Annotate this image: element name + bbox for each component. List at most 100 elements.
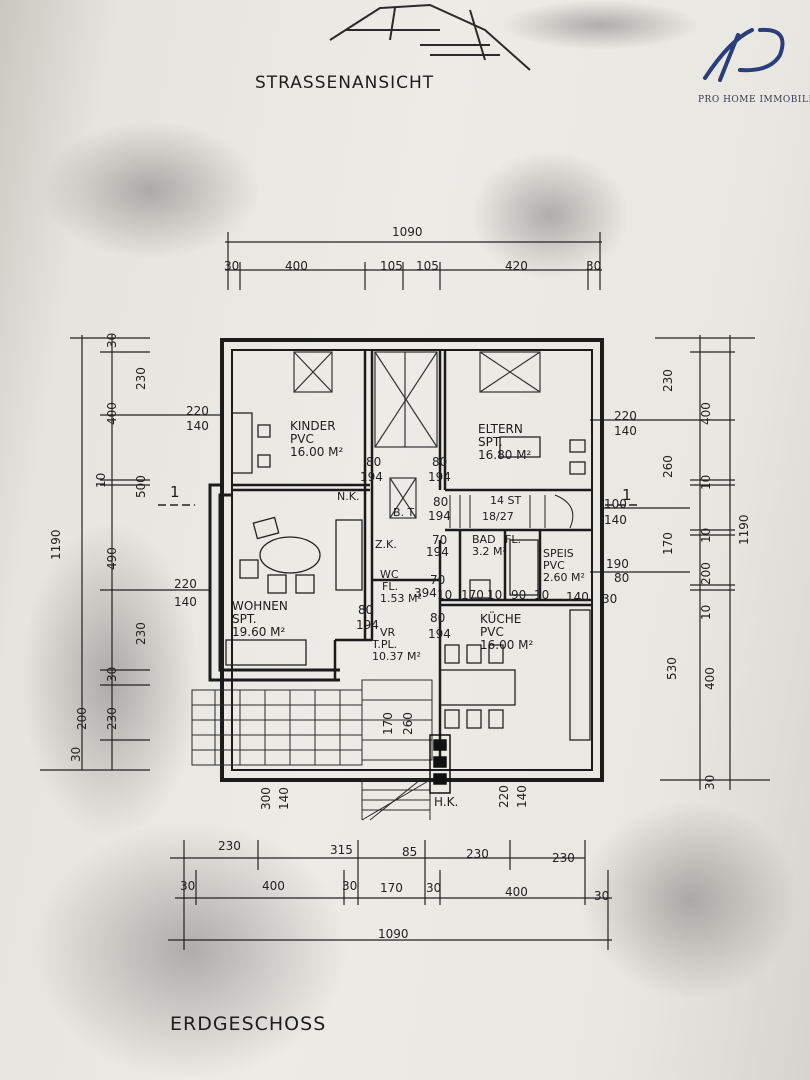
- room-kueche: KÜCHE PVC 16.00 M²: [480, 610, 534, 652]
- opening-dim: 220: [174, 577, 197, 591]
- opening-dim: 100: [604, 497, 627, 511]
- dim-bottom-outer-seg: 315: [330, 843, 353, 857]
- company-logo: PRO HOME IMMOBILIEN: [698, 27, 810, 105]
- dim-bottom-inner-seg: 30: [426, 881, 441, 895]
- dim-right-seg: 530: [665, 657, 679, 680]
- room-area: 10.37 M²: [372, 650, 421, 663]
- room-name: ELTERN: [478, 422, 523, 436]
- dim-top-seg: 105: [416, 259, 439, 273]
- room-area: 19.60 M²: [232, 625, 286, 639]
- dim-top-seg: 30: [586, 259, 601, 273]
- dim-bottom-inner-seg: 400: [505, 885, 528, 899]
- dims-left: [40, 335, 220, 771]
- stairs-ratio: 18/27: [482, 510, 514, 523]
- opening-dim: 140: [604, 513, 627, 527]
- inner-dim: 140: [566, 590, 589, 604]
- opening-dim: 140: [174, 595, 197, 609]
- room-speis: SPEIS PVC 2.60 M²: [543, 547, 585, 584]
- room-type: SPT.: [232, 612, 257, 626]
- dim-right-seg: 200: [699, 562, 713, 585]
- dim-right-seg: 230: [661, 369, 675, 392]
- room-floor: PVC: [290, 432, 314, 446]
- room-area: 16.80 M²: [478, 448, 532, 462]
- dim-right-seg: 260: [661, 455, 675, 478]
- inner-dim: 10: [437, 588, 452, 602]
- inner-walls: [232, 350, 592, 760]
- dim-right-seg: 400: [703, 667, 717, 690]
- dim-bottom-inner-seg: 30: [342, 879, 357, 893]
- dim-right-seg: 10: [699, 475, 713, 490]
- dim-left-seg: 230: [105, 707, 119, 730]
- dim-bottom-inner-seg: 400: [262, 879, 285, 893]
- label-bt: B. T.: [393, 506, 416, 519]
- door-dim: 194: [428, 470, 451, 484]
- dim-right-total: 1190: [737, 514, 751, 545]
- opening-dim: 80: [614, 571, 629, 585]
- terrace-hatch: [191, 679, 433, 821]
- room-floor: PVC: [543, 559, 565, 572]
- section-mark-left: 1: [170, 483, 180, 501]
- dim-right-seg: 30: [703, 775, 717, 790]
- floor-title: ERDGESCHOSS: [170, 1013, 326, 1035]
- dims-top: [225, 232, 602, 290]
- dim-top-seg: 30: [224, 259, 239, 273]
- dim-left-seg: 490: [105, 547, 119, 570]
- door-dim: 70: [432, 533, 447, 547]
- door-dim: 194: [426, 545, 449, 559]
- room-name: WOHNEN: [232, 599, 288, 613]
- label-nk: N.K.: [337, 490, 359, 503]
- dim-bottom-outer-seg: 230: [218, 839, 241, 853]
- logo-monogram-icon: [703, 27, 785, 82]
- dims-right: [590, 335, 770, 790]
- dim-bottom-total: 1090: [378, 927, 409, 941]
- dim-bottom-inner-seg: 30: [594, 889, 609, 903]
- opening-dim: 260: [401, 712, 415, 735]
- dim-top-seg: 420: [505, 259, 528, 273]
- room-vr: VR T.PL. 10.37 M²: [371, 626, 421, 663]
- room-name: VR: [380, 626, 396, 639]
- room-area: 16.00 M²: [290, 445, 344, 459]
- dim-left-seg: 200: [75, 707, 89, 730]
- dim-top-seg: 105: [380, 259, 403, 273]
- room-area: 2.60 M²: [543, 571, 585, 584]
- stairs-steps: 14 ST: [490, 494, 521, 507]
- opening-dim: 300: [259, 787, 273, 810]
- inner-dim: 90: [511, 588, 526, 602]
- street-view-title: STRASSENANSICHT: [255, 73, 434, 93]
- room-name: SPEIS: [543, 547, 574, 560]
- inner-dim: 30: [602, 592, 617, 606]
- room-name: KÜCHE: [480, 610, 521, 626]
- door-dim: 80: [358, 603, 373, 617]
- room-area: 1.53 M²: [380, 592, 422, 605]
- dim-bottom-inner-seg: 170: [380, 881, 403, 895]
- dim-bottom-outer-seg: 230: [552, 851, 575, 865]
- door-dim: 80: [433, 495, 448, 509]
- dim-left-seg: 230: [134, 622, 148, 645]
- room-wc: WC FL. 1.53 M²: [380, 568, 422, 605]
- opening-dim: 190: [606, 557, 629, 571]
- opening-dim: 140: [614, 424, 637, 438]
- door-dim: 80: [432, 455, 447, 469]
- room-kinder: KINDER PVC 16.00 M²: [290, 419, 344, 459]
- dim-left-seg: 400: [105, 402, 119, 425]
- room-name: BAD: [472, 533, 496, 546]
- room-floor: PVC: [480, 625, 504, 639]
- dim-left-total: 1190: [49, 529, 63, 560]
- opening-dim: 170: [381, 712, 395, 735]
- inner-dim: 10: [534, 588, 549, 602]
- room-type: SPT.: [478, 435, 503, 449]
- stairs: [449, 494, 574, 529]
- room-area: 16.00 M²: [480, 638, 534, 652]
- room-floor: FL.: [505, 533, 521, 546]
- door-dim: 80: [366, 455, 381, 469]
- opening-dim: 220: [186, 404, 209, 418]
- opening-dim: 140: [186, 419, 209, 433]
- door-dim: 70: [430, 573, 445, 587]
- dim-bottom-inner-seg: 30: [180, 879, 195, 893]
- dim-left-seg: 30: [69, 747, 83, 762]
- room-floor: FL.: [382, 580, 398, 593]
- dim-right-seg: 400: [699, 402, 713, 425]
- dim-top-seg: 400: [285, 259, 308, 273]
- dim-bottom-outer-seg: 230: [466, 847, 489, 861]
